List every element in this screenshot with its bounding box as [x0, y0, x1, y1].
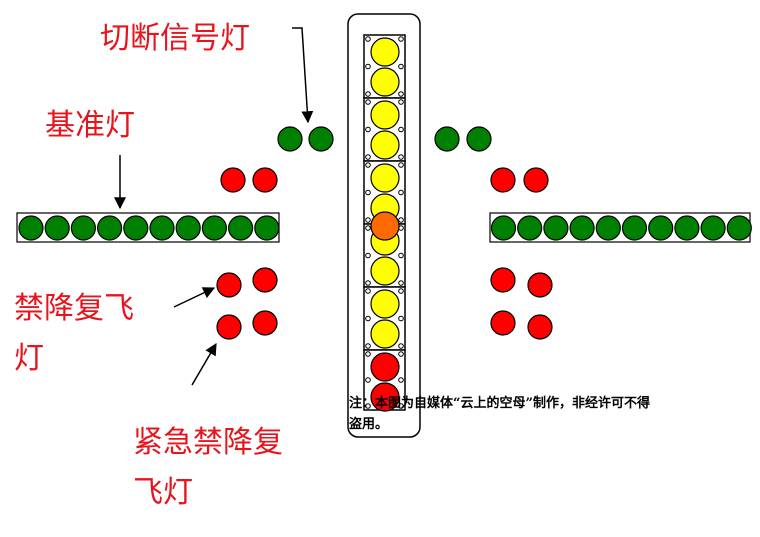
bolt — [365, 63, 371, 70]
waveoff-light-upper — [523, 167, 549, 193]
bolt — [365, 351, 371, 357]
bolt — [398, 99, 404, 105]
datum-light — [700, 215, 726, 241]
emergency-waveoff-light — [527, 314, 553, 340]
lens-light-yellow — [370, 319, 400, 349]
bolt — [365, 252, 371, 259]
datum-light — [595, 215, 621, 241]
cutoff-light — [466, 126, 492, 152]
lens-light-yellow — [370, 37, 400, 67]
waveoff-light — [216, 272, 242, 298]
datum-light — [621, 215, 648, 241]
datum-light — [517, 215, 543, 241]
datum-light — [254, 215, 280, 241]
datum-light — [70, 215, 97, 241]
bolt — [398, 252, 404, 259]
bolt — [398, 403, 404, 409]
bolt — [398, 63, 404, 70]
bolt — [365, 377, 371, 383]
emergency-waveoff-light — [216, 314, 242, 340]
bolt — [365, 189, 371, 196]
bolt — [398, 217, 404, 223]
datum-light — [175, 215, 201, 241]
cutoff-lights-label: 切断信号灯 — [100, 21, 250, 56]
datum-light — [648, 215, 674, 241]
bolt — [398, 377, 404, 383]
waveoff-light — [490, 267, 516, 293]
datum-lights-label: 基准灯 — [45, 108, 135, 143]
bolt — [365, 217, 371, 223]
lens-light-yellow — [370, 256, 400, 286]
waveoff-lights-label-1: 禁降复飞 — [14, 291, 134, 326]
bolt — [398, 154, 404, 160]
datum-light — [44, 215, 70, 241]
bolt — [398, 36, 404, 42]
cutoff-light — [277, 126, 303, 152]
bolt — [398, 288, 404, 294]
bolt — [365, 126, 371, 133]
datum-light — [543, 215, 569, 241]
datum-light — [726, 215, 752, 241]
datum-light — [149, 215, 175, 241]
bolt — [365, 99, 371, 105]
lens-light-yellow — [370, 289, 400, 319]
bolt — [365, 315, 371, 322]
datum-light — [201, 215, 227, 241]
waveoff-light-upper — [490, 167, 516, 193]
lens-light-yellow — [370, 67, 400, 97]
bolt — [398, 315, 404, 322]
emergency-waveoff-light — [252, 310, 278, 336]
waveoff-light-upper — [252, 167, 278, 193]
bolt — [398, 162, 404, 168]
bolt — [365, 36, 371, 42]
datum-light — [490, 215, 517, 241]
lens-light-red — [370, 352, 400, 382]
bolt — [398, 280, 404, 286]
datum-light — [228, 215, 254, 241]
datum-light — [123, 215, 149, 241]
meatball-light — [370, 211, 400, 241]
datum-light — [569, 215, 595, 241]
bolt — [398, 189, 404, 196]
copyright-note-line2: 盗用。 — [349, 416, 388, 432]
copyright-note-line1: 注：本图为自媒体“云上的空母”制作，非经许可不得 — [349, 395, 650, 411]
emergency-waveoff-label-1: 紧急禁降复 — [133, 425, 283, 460]
bolt — [365, 162, 371, 168]
waveoff-light — [527, 272, 553, 298]
cutoff-light — [434, 126, 460, 152]
cutoff-arrow — [292, 27, 314, 124]
bolt — [398, 343, 404, 349]
emergency-waveoff-light — [490, 310, 516, 336]
bolt — [398, 91, 404, 97]
waveoff-light-upper — [220, 167, 246, 193]
emergency-waveoff-label-2: 飞灯 — [133, 475, 193, 510]
datum-light — [18, 215, 44, 241]
lens-light-yellow — [370, 100, 400, 130]
bolt — [365, 403, 371, 409]
emergency-waveoff-arrow — [191, 342, 217, 386]
bolt — [398, 351, 404, 357]
bolt — [365, 91, 371, 97]
lens-light-yellow — [370, 130, 400, 160]
waveoff-arrow — [173, 287, 216, 308]
bolt — [365, 225, 371, 231]
bolt — [365, 343, 371, 349]
lens-light-red — [370, 382, 400, 412]
lens-light-yellow — [370, 163, 400, 193]
bolt — [398, 126, 404, 133]
bolt — [365, 280, 371, 286]
lens-column — [347, 13, 421, 438]
datum-light — [674, 215, 700, 241]
waveoff-lights-label-2: 灯 — [14, 341, 44, 376]
cutoff-light — [308, 126, 334, 152]
datum-light — [96, 215, 123, 241]
bolt — [365, 288, 371, 294]
waveoff-light — [252, 267, 278, 293]
bolt — [365, 154, 371, 160]
